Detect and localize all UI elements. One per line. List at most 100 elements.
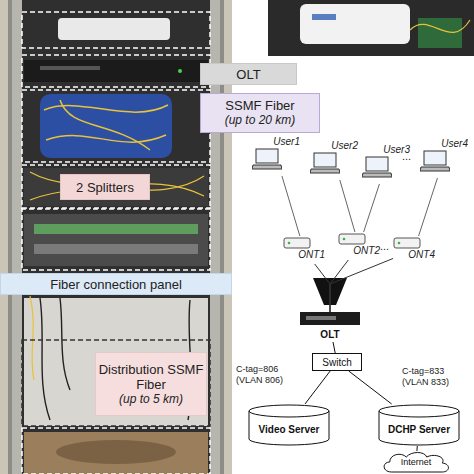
link-line	[333, 342, 335, 353]
node-text: DCHP Server	[388, 416, 450, 435]
connector-row	[34, 224, 198, 234]
laptop-screen	[314, 153, 336, 167]
rack-frame	[8, 0, 224, 474]
cylinder-rim	[379, 411, 459, 417]
link-line	[416, 446, 417, 451]
link-line	[282, 176, 300, 236]
dashed-frame	[22, 428, 210, 474]
olt-icon	[300, 312, 360, 325]
cylinder-body	[379, 405, 459, 445]
laptop-icon	[310, 152, 340, 174]
laptop-screen	[424, 151, 446, 165]
internet-cloud: Internet	[380, 451, 452, 473]
node-text: OLT	[320, 329, 339, 341]
olt-ports	[306, 316, 336, 320]
node-text: ONT4	[408, 249, 435, 261]
link-line	[364, 184, 380, 232]
splitter-tray	[24, 168, 208, 206]
vlan-label: C-tag=833 (VLAN 833)	[402, 366, 464, 388]
user-laptop: User2	[310, 140, 358, 180]
laptop-icon	[420, 150, 450, 172]
connector-row	[34, 244, 198, 254]
photo-label: OLT	[200, 63, 297, 85]
node-text: (up to 5 km)	[119, 392, 183, 407]
olt-body	[300, 312, 360, 325]
led	[398, 242, 401, 245]
node-text: User1	[273, 136, 300, 148]
photo-label: Distribution SSMF Fiber(up to 5 km)	[95, 352, 207, 416]
link-line	[340, 180, 355, 232]
laptop-icon	[252, 148, 282, 170]
link-line	[330, 260, 348, 312]
ont-icon	[283, 236, 311, 249]
link-line	[419, 178, 438, 236]
node-text: 2 Splitters	[76, 180, 134, 195]
laptop-base	[420, 167, 450, 171]
ont-body	[339, 234, 365, 244]
server-cylinder: Video Server	[248, 404, 330, 446]
laptop-base	[252, 165, 282, 169]
olt-device	[24, 60, 208, 82]
fiber-cable	[44, 100, 168, 150]
rack-back	[24, 298, 208, 426]
cloud-shape	[384, 453, 448, 473]
user-laptop: User4	[420, 138, 468, 178]
wall	[0, 0, 232, 474]
fiber-cable	[30, 296, 34, 380]
node-text: Fiber connection panel	[50, 277, 182, 292]
rack-post	[12, 0, 22, 474]
node-text: SSMF Fiber	[225, 98, 294, 113]
photo-label: SSMF Fiber(up to 20 km)	[200, 93, 320, 133]
rack-interior	[22, 0, 210, 474]
dashed-frame	[22, 90, 210, 162]
laptop-screen	[366, 157, 388, 171]
led	[178, 69, 182, 73]
ont-body	[394, 238, 420, 248]
led	[343, 238, 346, 241]
ont-icon	[393, 236, 421, 249]
server-cylinder: DCHP Server	[378, 404, 460, 446]
node-text: Distribution SSMF Fiber	[96, 362, 206, 392]
link-line	[330, 259, 393, 313]
laptop-icon	[362, 156, 392, 178]
ellipsis-label: ...	[380, 240, 389, 252]
ellipsis-label: ...	[402, 150, 411, 162]
node-text: ONT2	[353, 245, 380, 257]
switch-box: Switch	[312, 353, 362, 371]
cylinder-body	[249, 405, 329, 445]
ont-icon	[338, 232, 366, 245]
laptop-base	[310, 169, 340, 173]
dashed-frame	[22, 340, 210, 426]
link-line	[349, 371, 392, 404]
dashed-frame	[22, 165, 210, 209]
node-text: OLT	[236, 67, 260, 82]
dashed-frame	[22, 208, 210, 270]
dashed-frame	[22, 55, 210, 87]
distribution-spool	[24, 432, 208, 474]
dashed-frame	[22, 12, 210, 48]
olt-ports	[40, 66, 100, 70]
led	[288, 242, 291, 245]
fiber-cable	[410, 20, 470, 32]
fiber-cable	[30, 172, 204, 200]
photo-label: Fiber connection panel	[0, 273, 232, 295]
node-text: User4	[441, 138, 468, 150]
ont-device	[300, 4, 410, 44]
node-text: User2	[331, 140, 358, 152]
laptop-base	[362, 173, 392, 177]
cylinder-rim	[249, 411, 329, 417]
ont-device: ONT4	[393, 236, 435, 264]
laptop-screen	[256, 149, 278, 163]
photo-label: 2 Splitters	[60, 174, 150, 200]
link-line	[315, 264, 330, 312]
circuit-board	[418, 18, 462, 48]
vlan-label: C-tag=806 (VLAN 806)	[236, 364, 298, 386]
ont-photo	[268, 0, 474, 56]
ont-device: ONT1	[283, 236, 325, 264]
user-laptop: User1	[252, 136, 300, 176]
ont-device: ONT2	[338, 232, 380, 260]
router-device	[58, 18, 170, 40]
spool-core	[56, 440, 176, 464]
